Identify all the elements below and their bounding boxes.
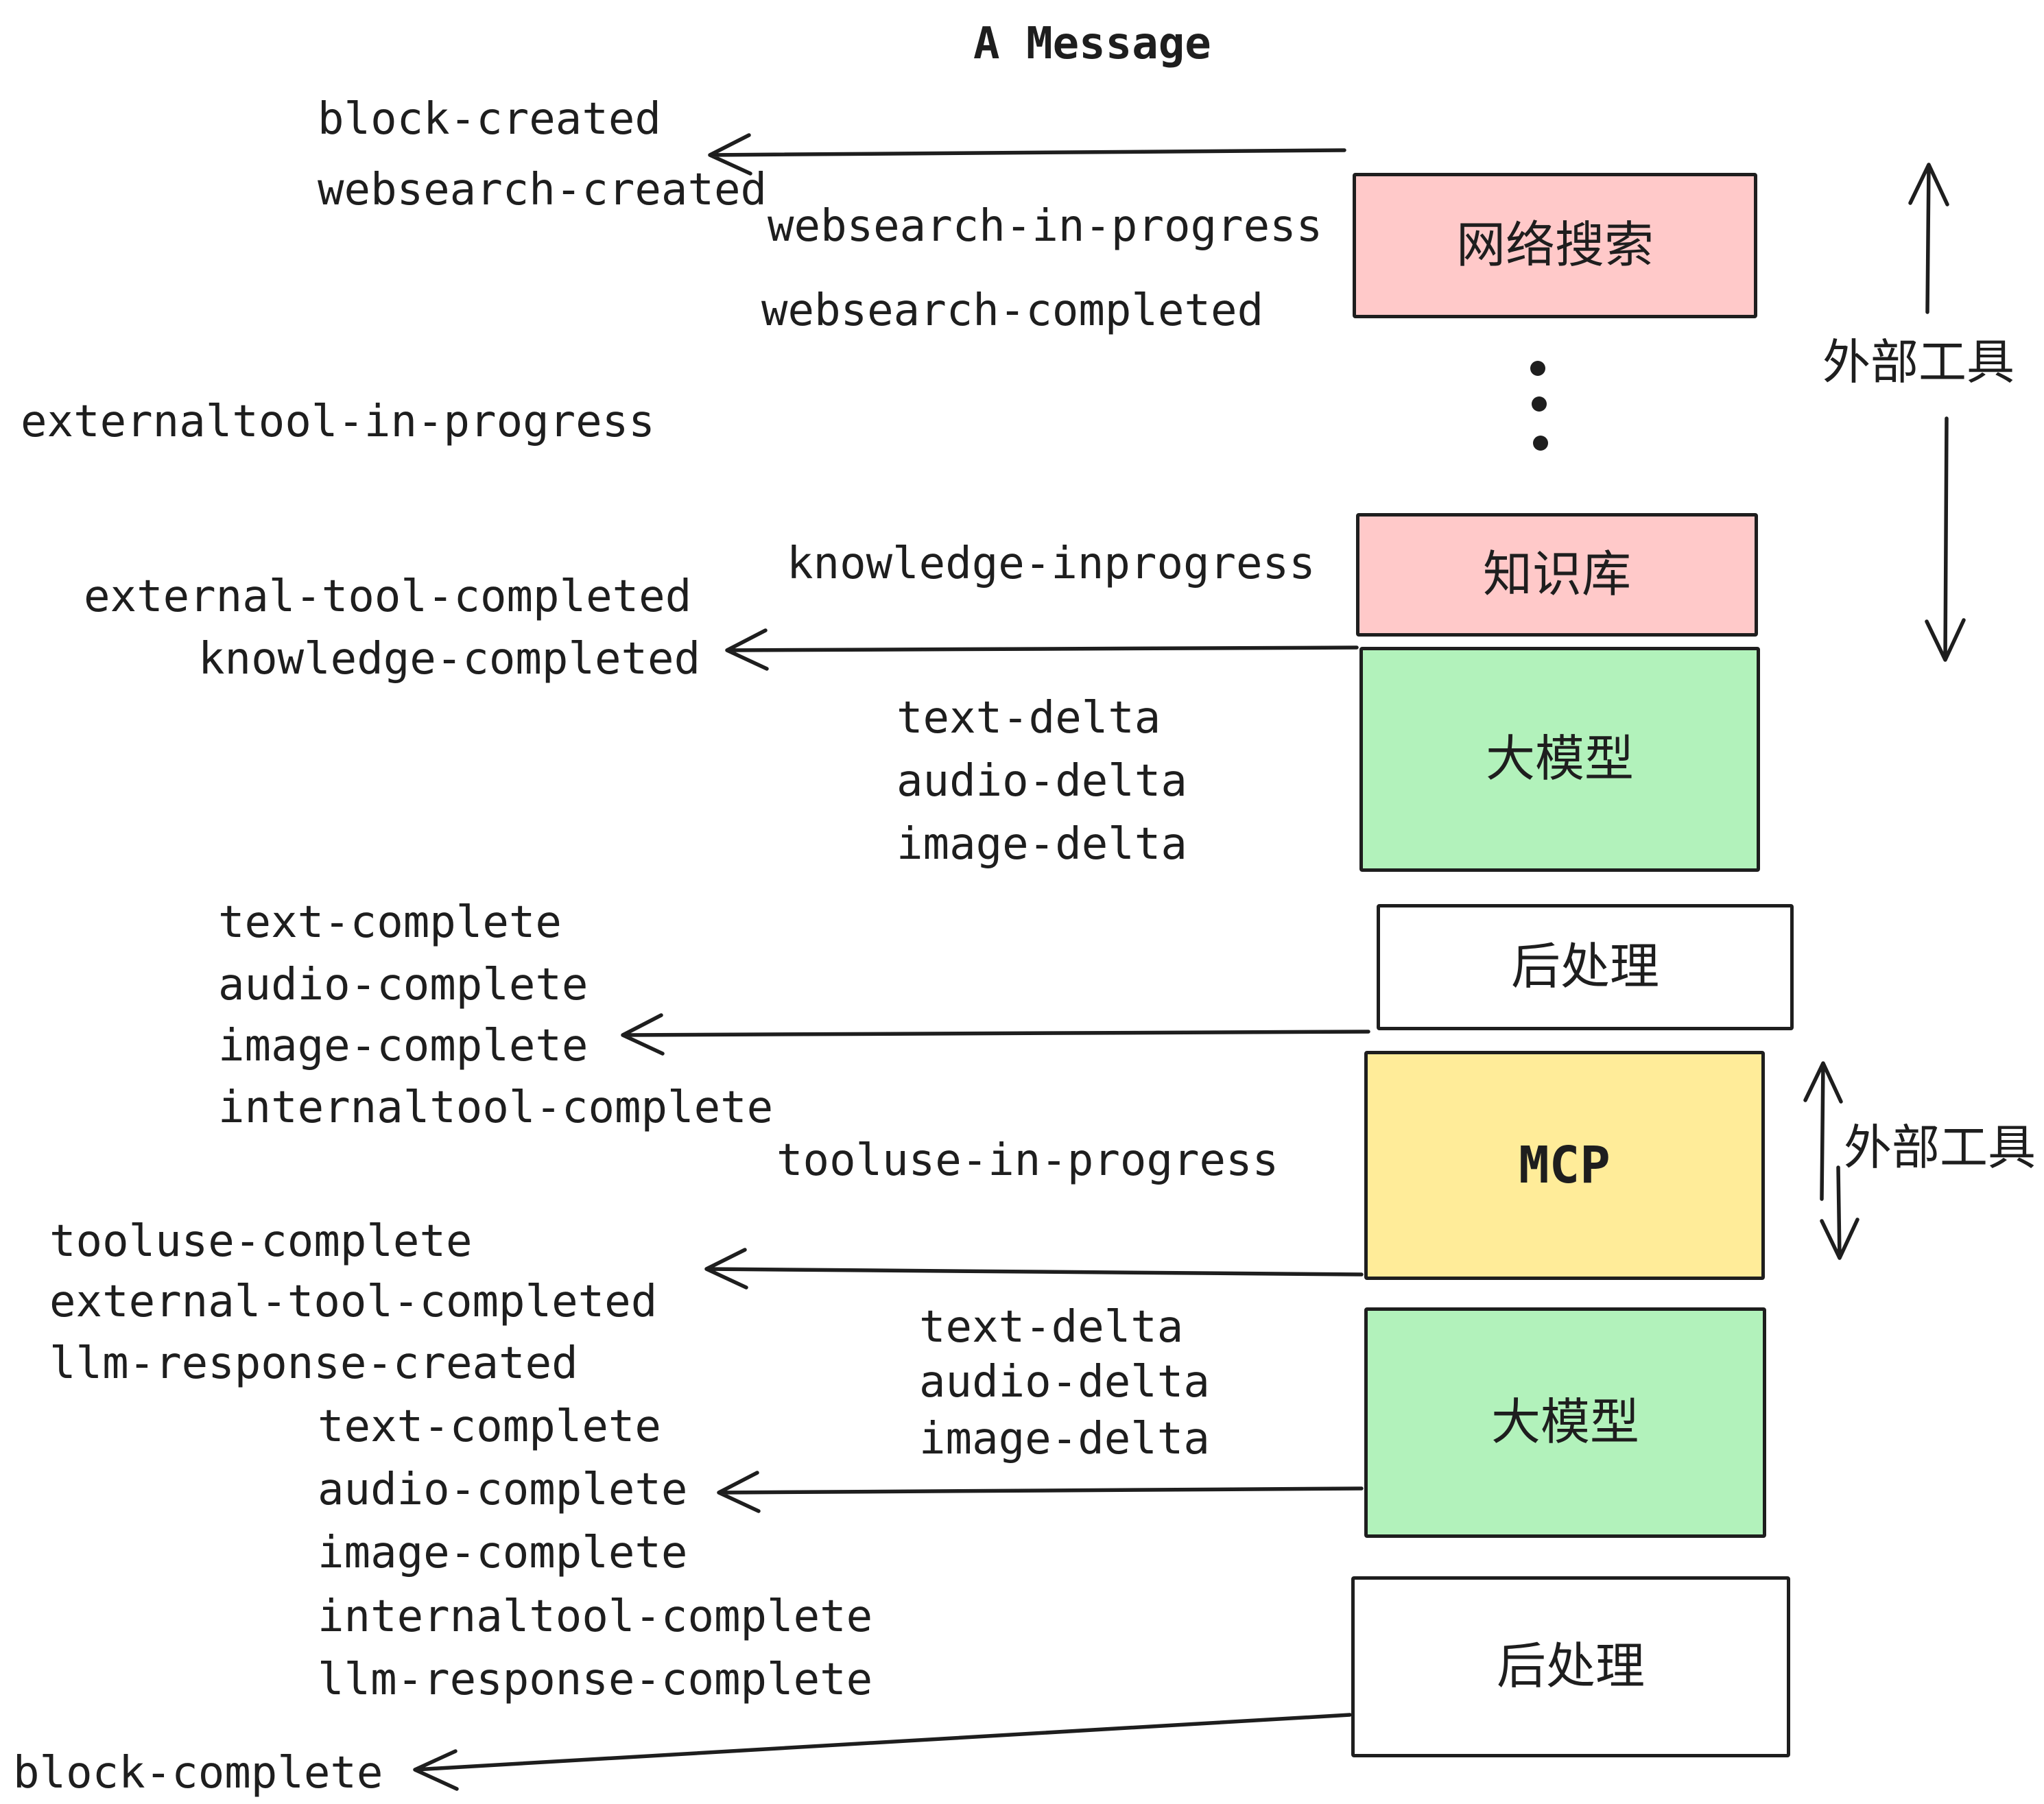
external-tools-label-mcp: 外部工具	[1844, 1121, 2036, 1174]
box-postprocess-1: 后处理	[1377, 904, 1794, 1030]
box-llm-1: 大模型	[1359, 647, 1760, 872]
arrow-image-complete	[621, 1013, 1370, 1056]
event-knowledge-completed: knowledge-completed	[198, 634, 701, 685]
diagram-title: A Message	[973, 19, 1211, 69]
box-postprocess-1-label: 后处理	[1510, 940, 1659, 995]
event-audio-complete-2: audio-complete	[318, 1464, 688, 1515]
event-websearch-in-progress: websearch-in-progress	[768, 201, 1323, 252]
box-llm-2: 大模型	[1364, 1307, 1766, 1538]
arrow-block-created	[708, 133, 1346, 176]
arrow-audio-complete	[717, 1471, 1364, 1513]
mcp-down-arrow	[1820, 1165, 1859, 1260]
box-mcp-label: MCP	[1519, 1136, 1611, 1195]
event-image-delta-1: image-delta	[896, 819, 1187, 870]
box-knowledge-label: 知识库	[1482, 547, 1631, 602]
event-block-complete: block-complete	[13, 1748, 383, 1799]
event-block-created: block-created	[318, 94, 661, 145]
event-websearch-created: websearch-created	[318, 165, 768, 215]
event-externaltool-in-progress: externaltool-in-progress	[21, 396, 655, 447]
arrow-tooluse-complete	[704, 1248, 1364, 1290]
event-image-delta-2: image-delta	[919, 1414, 1210, 1464]
event-tooluse-complete: tooluse-complete	[49, 1216, 473, 1267]
event-text-complete-2: text-complete	[318, 1401, 661, 1452]
event-llm-response-created: llm-response-created	[49, 1338, 578, 1389]
event-text-delta-1: text-delta	[896, 693, 1161, 744]
mcp-up-arrow	[1803, 1061, 1843, 1201]
box-mcp: MCP	[1364, 1051, 1765, 1280]
event-external-tool-completed-2: external-tool-completed	[49, 1277, 658, 1327]
event-tooluse-in-progress: tooluse-in-progress	[776, 1135, 1279, 1186]
event-websearch-completed: websearch-completed	[761, 285, 1264, 336]
event-audio-delta-2: audio-delta	[919, 1357, 1210, 1408]
ellipsis-dots	[1530, 361, 1548, 451]
event-text-complete-1: text-complete	[218, 897, 562, 948]
event-audio-delta-1: audio-delta	[896, 756, 1187, 807]
event-internaltool-complete-2: internaltool-complete	[318, 1591, 873, 1642]
box-postprocess-2: 后处理	[1351, 1576, 1790, 1757]
event-llm-response-complete: llm-response-complete	[318, 1654, 873, 1705]
event-image-complete-2: image-complete	[318, 1528, 688, 1578]
event-text-delta-2: text-delta	[919, 1302, 1184, 1353]
external-tools-down-arrow	[1925, 416, 1966, 662]
external-tools-up-arrow	[1908, 163, 1949, 314]
event-external-tool-completed-1: external-tool-completed	[84, 571, 692, 622]
box-websearch-label: 网络搜索	[1455, 218, 1654, 273]
event-image-complete-1: image-complete	[218, 1021, 589, 1071]
box-postprocess-2-label: 后处理	[1496, 1639, 1645, 1694]
arrow-knowledge-completed	[725, 628, 1359, 671]
box-llm-2-label: 大模型	[1490, 1395, 1639, 1450]
arrow-block-complete	[413, 1713, 1352, 1791]
box-llm-1-label: 大模型	[1485, 732, 1634, 787]
external-tools-label-top: 外部工具	[1822, 335, 2015, 389]
event-internaltool-complete-1: internaltool-complete	[218, 1082, 774, 1133]
box-websearch: 网络搜索	[1353, 173, 1757, 318]
box-knowledge: 知识库	[1356, 513, 1758, 637]
event-audio-complete-1: audio-complete	[218, 960, 589, 1010]
event-knowledge-inprogress: knowledge-inprogress	[787, 538, 1316, 589]
